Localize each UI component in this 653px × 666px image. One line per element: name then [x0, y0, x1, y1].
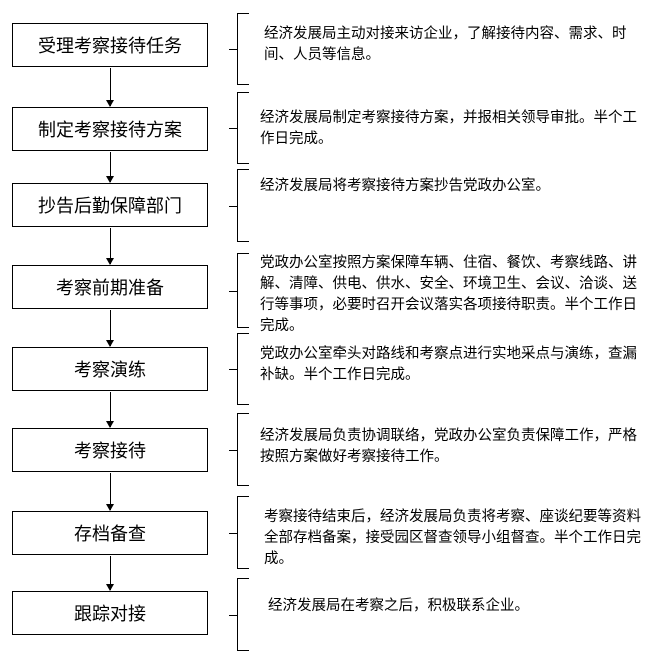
step-description-2: 经济发展局制定考察接待方案，并报相关领导审批。半个工作日完成。 — [260, 110, 637, 147]
step-description-1: 经济发展局主动对接来访企业，了解接待内容、需求、时间、人员等信息。 — [264, 26, 627, 63]
step-title: 抄告后勤保障部门 — [38, 196, 182, 217]
bracket-3 — [229, 169, 249, 242]
step-title: 受理考察接待任务 — [38, 36, 182, 57]
arrow-down-icon — [106, 556, 114, 591]
arrow-down-icon — [106, 392, 114, 428]
step-box-8: 跟踪对接 — [12, 591, 208, 635]
step-box-1: 受理考察接待任务 — [12, 23, 208, 67]
bracket-2 — [229, 92, 249, 164]
arrow-down-icon — [106, 152, 114, 183]
step-box-6: 考察接待 — [12, 428, 208, 472]
step-box-3: 抄告后勤保障部门 — [12, 183, 208, 227]
step-title: 制定考察接待方案 — [38, 120, 182, 141]
step-box-2: 制定考察接待方案 — [12, 107, 208, 151]
step-box-5: 考察演练 — [12, 347, 208, 391]
step-box-4: 考察前期准备 — [12, 265, 208, 309]
step-title: 考察演练 — [74, 360, 146, 381]
bracket-8 — [229, 578, 249, 651]
step-title: 考察接待 — [74, 441, 146, 462]
step-description-7: 考察接待结束后，经济发展局负责将考察、座谈纪要等资料全部存档备案，接受园区督查领… — [264, 509, 641, 567]
step-title: 跟踪对接 — [74, 604, 146, 625]
bracket-6 — [229, 413, 249, 486]
bracket-4 — [229, 253, 249, 328]
step-description-5: 党政办公室牵头对路线和考察点进行实地采点与演练，查漏补缺。半个工作日完成。 — [260, 346, 637, 383]
step-title: 考察前期准备 — [56, 278, 164, 299]
arrow-down-icon — [106, 310, 114, 347]
bracket-1 — [229, 13, 249, 85]
arrow-down-icon — [106, 68, 114, 107]
step-title: 存档备查 — [74, 524, 146, 545]
step-description-4: 党政办公室按照方案保障车辆、住宿、餐饮、考察线路、讲解、清障、供电、供水、安全、… — [260, 255, 637, 334]
arrow-down-icon — [106, 228, 114, 265]
bracket-5 — [229, 333, 249, 405]
bracket-7 — [229, 496, 249, 569]
step-box-7: 存档备查 — [12, 511, 208, 555]
arrow-down-icon — [106, 473, 114, 511]
step-description-8: 经济发展局在考察之后，积极联系企业。 — [268, 598, 529, 614]
step-description-3: 经济发展局将考察接待方案抄告党政办公室。 — [260, 178, 550, 194]
step-description-6: 经济发展局负责协调联络，党政办公室负责保障工作，严格按照方案做好考察接待工作。 — [260, 428, 637, 465]
